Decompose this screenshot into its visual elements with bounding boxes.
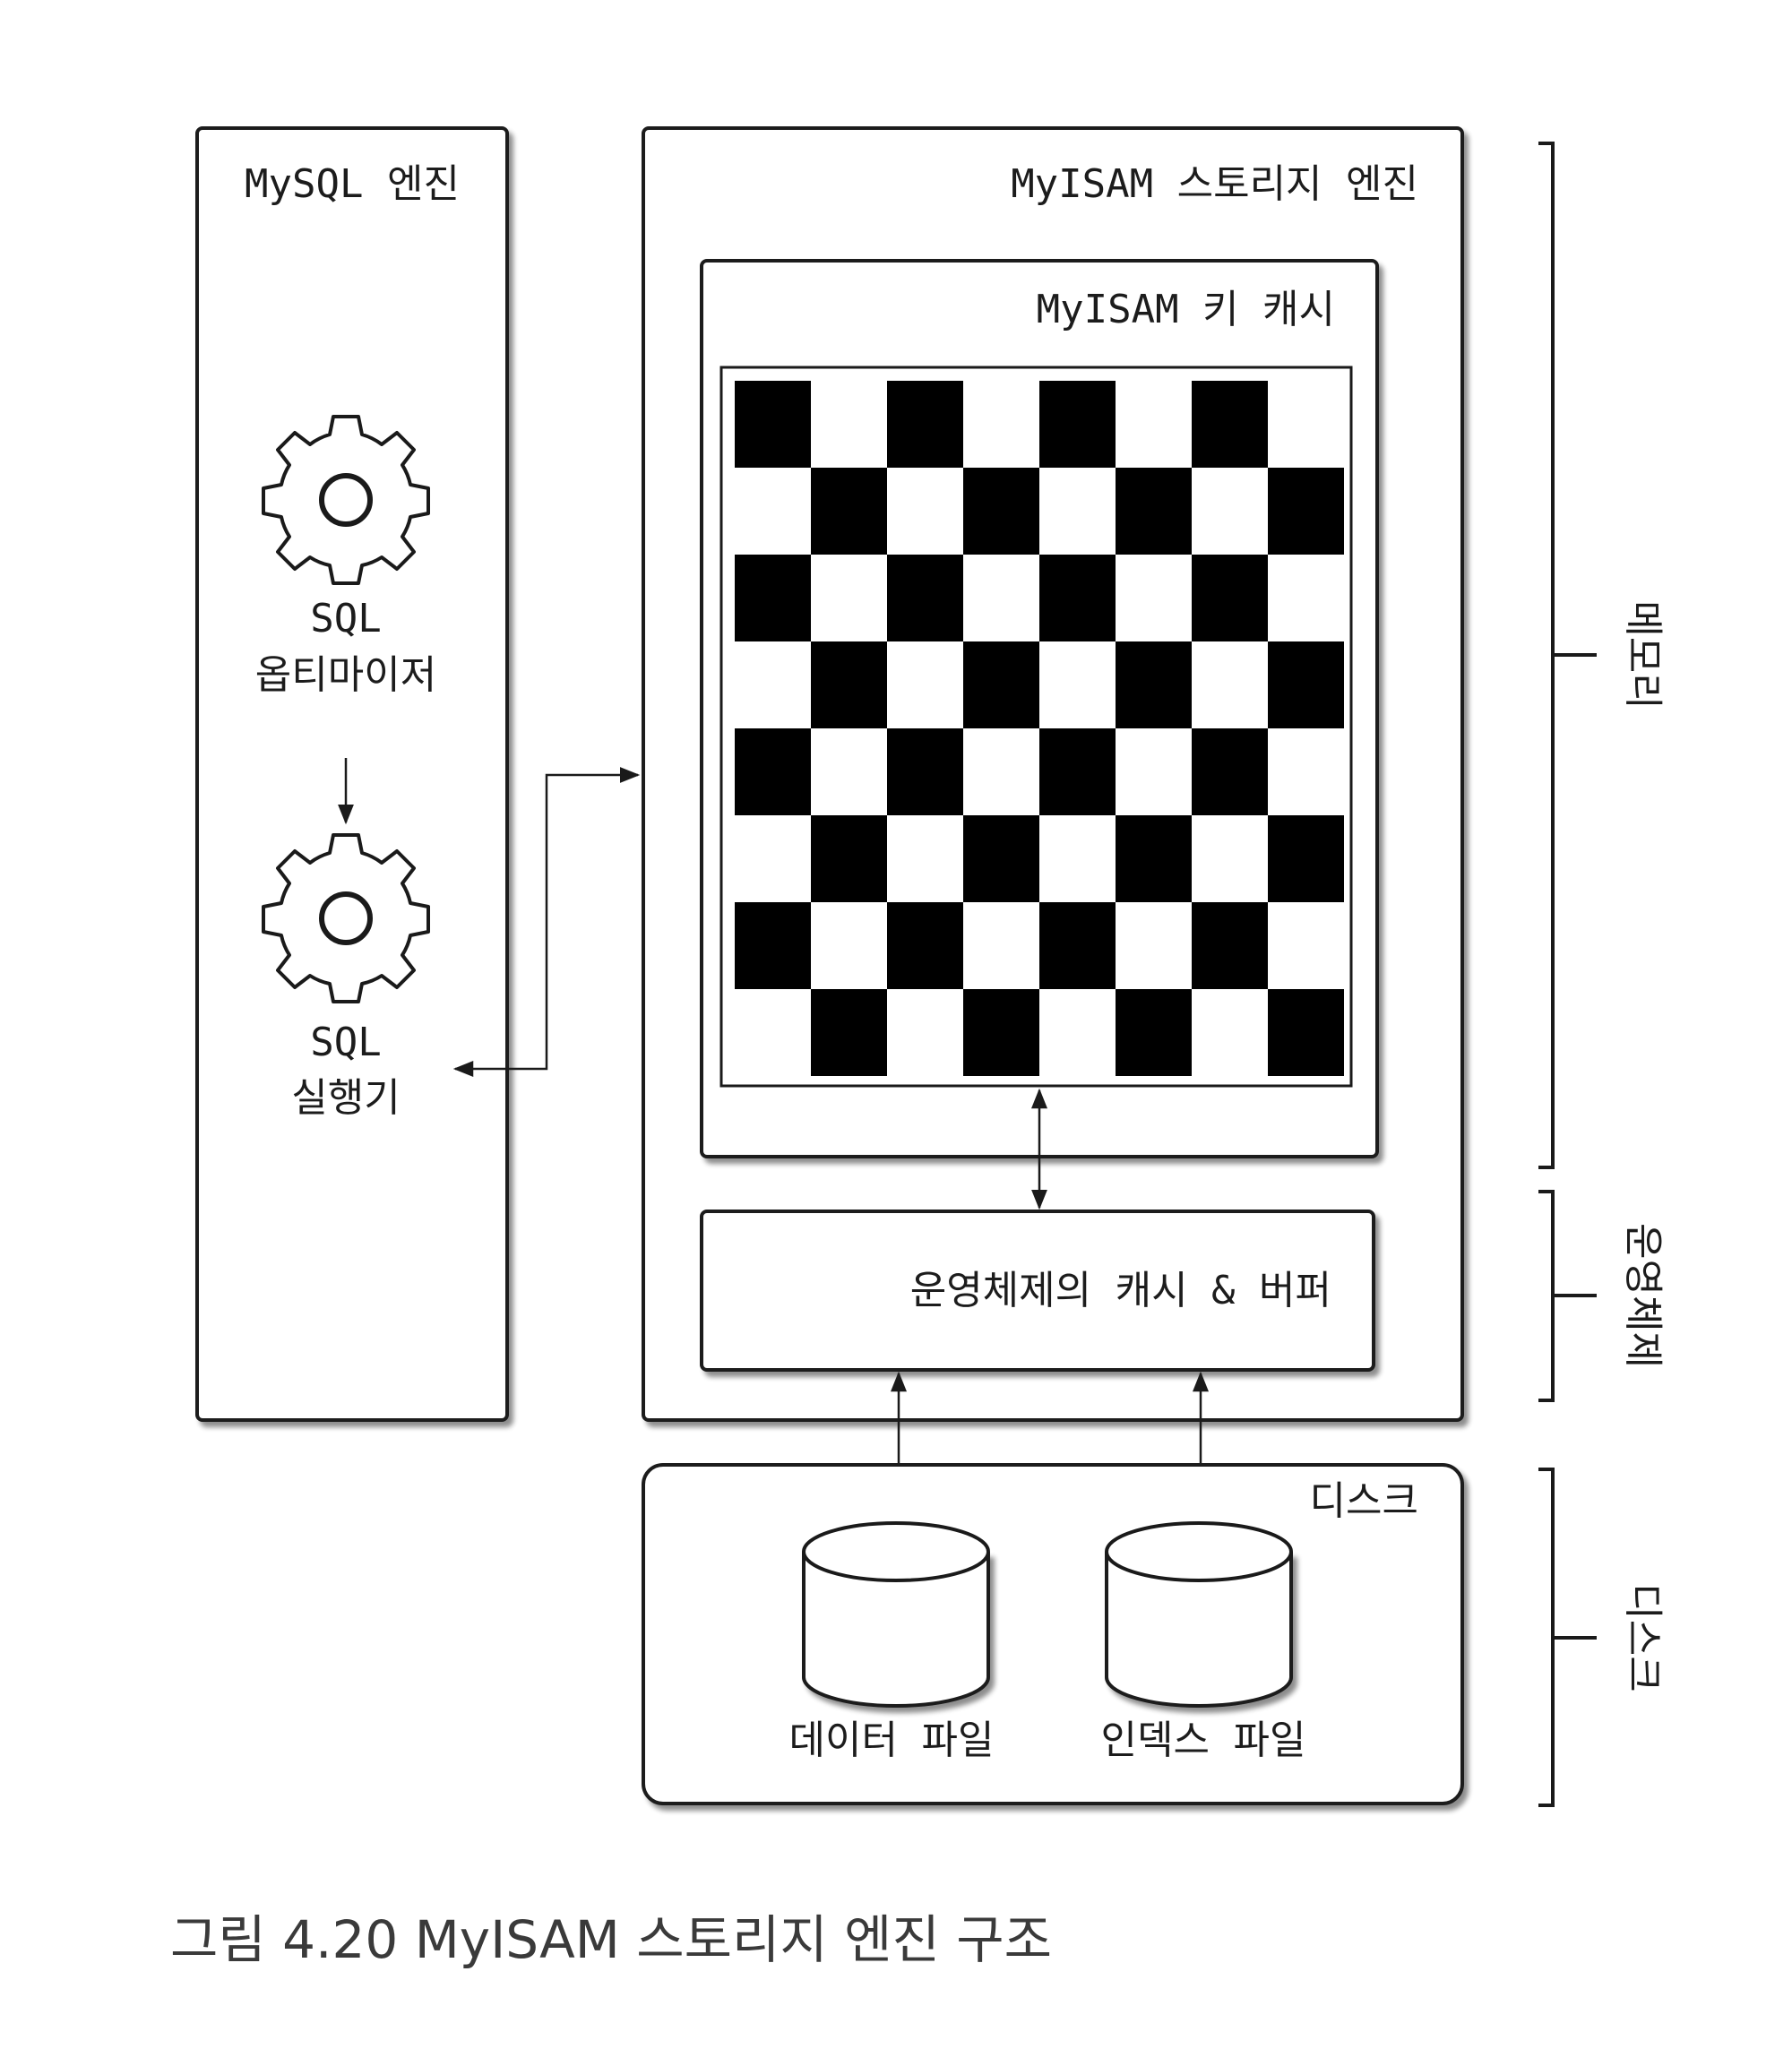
executor-gear-icon xyxy=(263,835,428,1002)
key-cache-block xyxy=(1116,989,1192,1076)
os-side-label: 운영체제 xyxy=(1620,1223,1666,1368)
storage-engine-box: MyISAM 스토리지 엔진 MyISAM 키 캐시 운영체제의 캐시 & 버퍼 xyxy=(642,126,1464,1422)
key-cache-block xyxy=(1192,555,1268,641)
mysql-engine-box: MySQL 엔진 SQL 옵티마이저 SQL 실행기 xyxy=(195,126,509,1422)
key-cache-block xyxy=(1192,381,1268,468)
mysql-engine-title: MySQL 엔진 xyxy=(245,161,460,207)
key-cache-block xyxy=(1039,728,1116,815)
key-cache-block xyxy=(1192,728,1268,815)
key-cache-block xyxy=(887,381,963,468)
key-cache-block xyxy=(1039,902,1116,989)
key-cache-block xyxy=(963,641,1039,728)
key-cache-block xyxy=(811,989,887,1076)
data-file-label: 데이터 파일 xyxy=(789,1718,995,1763)
key-cache-block xyxy=(887,555,963,641)
executor-label-line1: SQL xyxy=(310,1020,381,1065)
disk-title: 디스크 xyxy=(1310,1478,1418,1524)
key-cache-block xyxy=(735,555,811,641)
key-cache-block xyxy=(887,902,963,989)
disk-side-label: 디스크 xyxy=(1620,1583,1666,1692)
os-cache-box: 운영체제의 캐시 & 버퍼 xyxy=(700,1210,1375,1372)
key-cache-block xyxy=(1268,641,1344,728)
memory-brace xyxy=(1538,142,1597,1169)
storage-engine-title: MyISAM 스토리지 엔진 xyxy=(1011,161,1418,207)
optimizer-label-line1: SQL xyxy=(310,596,381,641)
figure-caption: 그림 4.20 MyISAM 스토리지 엔진 구조 xyxy=(170,1909,1052,1970)
key-cache-block xyxy=(735,381,811,468)
executor-storage-connector xyxy=(452,767,641,1077)
key-cache-box: MyISAM 키 캐시 xyxy=(700,259,1379,1158)
os-cache-label: 운영체제의 캐시 & 버퍼 xyxy=(910,1268,1331,1313)
key-cache-block xyxy=(963,468,1039,555)
index-file-label: 인덱스 파일 xyxy=(1101,1718,1306,1763)
key-cache-block xyxy=(887,728,963,815)
data-file-cylinder-icon xyxy=(804,1523,988,1706)
key-cache-block xyxy=(1116,641,1192,728)
os-brace xyxy=(1538,1190,1597,1402)
key-cache-block xyxy=(811,468,887,555)
key-cache-block xyxy=(811,815,887,902)
key-cache-block xyxy=(963,815,1039,902)
key-cache-block xyxy=(1116,468,1192,555)
key-cache-title: MyISAM 키 캐시 xyxy=(1037,287,1335,332)
executor-label-line2: 실행기 xyxy=(291,1075,400,1121)
disk-brace xyxy=(1538,1468,1597,1807)
key-cache-block xyxy=(1116,815,1192,902)
key-cache-block xyxy=(735,728,811,815)
index-file-cylinder-icon xyxy=(1107,1523,1291,1706)
memory-side-label: 메모리 xyxy=(1620,600,1666,709)
disk-box: 디스크 데이터 파일 인덱스 파일 xyxy=(642,1463,1464,1805)
optimizer-label-line2: 옵티마이저 xyxy=(255,652,436,698)
key-cache-block xyxy=(811,641,887,728)
key-cache-block xyxy=(1268,815,1344,902)
key-cache-block xyxy=(963,989,1039,1076)
key-cache-block xyxy=(1268,989,1344,1076)
key-cache-block xyxy=(735,902,811,989)
key-cache-block xyxy=(1268,468,1344,555)
key-cache-block xyxy=(1039,381,1116,468)
optimizer-gear-icon xyxy=(263,417,428,583)
key-cache-block xyxy=(1039,555,1116,641)
key-cache-checkerboard xyxy=(735,381,1344,1076)
key-cache-block xyxy=(1192,902,1268,989)
